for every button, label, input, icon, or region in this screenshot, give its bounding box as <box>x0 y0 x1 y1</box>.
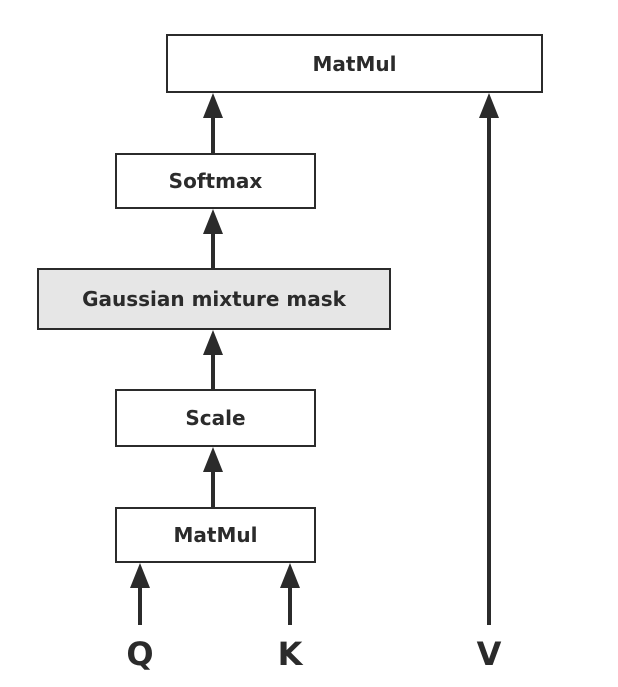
input-q-label: Q <box>126 635 154 673</box>
arrow-q-to-matmul <box>130 563 150 625</box>
input-k-label: K <box>277 635 303 673</box>
input-v-label: V <box>476 635 502 673</box>
scale-label: Scale <box>185 406 246 430</box>
arrow-scale-to-gaussian-mask <box>203 330 223 389</box>
softmax-node: Softmax <box>115 153 316 209</box>
softmax-label: Softmax <box>168 169 263 193</box>
arrow-k-to-matmul <box>280 563 300 625</box>
arrow-softmax-to-matmul <box>203 93 223 153</box>
arrow-matmul-to-scale <box>203 447 223 507</box>
matmul-top-label: MatMul <box>312 51 397 76</box>
scale-node: Scale <box>115 389 316 447</box>
matmul-top-node: MatMul <box>166 34 543 93</box>
arrow-gaussian-mask-to-softmax <box>203 209 223 268</box>
matmul-bottom-label: MatMul <box>173 523 258 547</box>
matmul-bottom-node: MatMul <box>115 507 316 563</box>
gaussian-mixture-mask-node: Gaussian mixture mask <box>37 268 391 330</box>
gaussian-mixture-mask-label: Gaussian mixture mask <box>82 287 346 311</box>
arrow-v-to-matmul <box>479 93 499 625</box>
